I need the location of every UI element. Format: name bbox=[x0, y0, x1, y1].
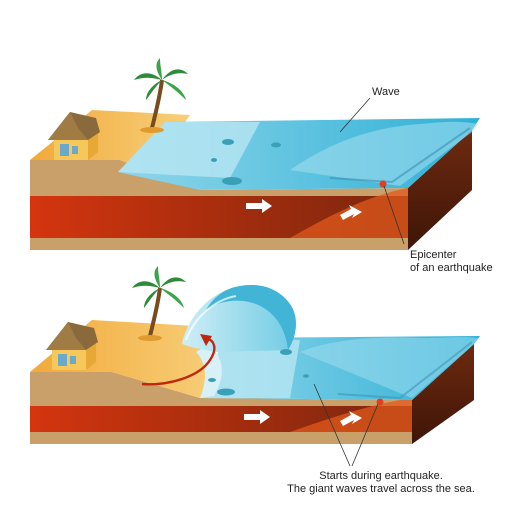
bottom-soil-layer bbox=[30, 432, 412, 444]
before-tsunami-panel bbox=[30, 58, 480, 250]
plate-motion-arrow-icon bbox=[244, 410, 270, 424]
giant-wave bbox=[182, 284, 296, 352]
palm-tree-icon bbox=[134, 58, 188, 133]
during-tsunami-panel bbox=[30, 266, 480, 467]
curved-wave-arrow-icon bbox=[141, 334, 216, 386]
house-icon bbox=[46, 322, 98, 370]
seafloor-rock bbox=[217, 388, 235, 396]
starts-caption-line1: Starts during earthquake. bbox=[319, 470, 443, 482]
wave-crest bbox=[300, 337, 478, 398]
palm-tree-icon bbox=[132, 266, 186, 341]
wave-ridge bbox=[337, 341, 473, 400]
starts-caption-line2: The giant waves travel across the sea. bbox=[287, 483, 475, 495]
seafloor-rock bbox=[222, 139, 234, 145]
epicenter-label: Epicenter of an earthquake bbox=[410, 249, 493, 275]
caption-leader-line bbox=[351, 403, 379, 467]
seafloor-rock bbox=[271, 142, 281, 148]
block-side-face bbox=[412, 344, 474, 444]
seafloor-rock bbox=[222, 177, 242, 185]
epicenter-label-line1: Epicenter bbox=[410, 249, 457, 261]
seafloor-rock bbox=[280, 349, 292, 355]
epicenter-label-line2: of an earthquake bbox=[410, 262, 493, 274]
soil-layer bbox=[30, 372, 412, 406]
plate-motion-arrow-icon bbox=[340, 411, 362, 426]
caption-leader-line bbox=[313, 383, 351, 467]
seafloor-rock bbox=[208, 378, 216, 382]
wave-label: Wave bbox=[372, 86, 400, 98]
receding-shoreline bbox=[196, 346, 222, 398]
seafloor-rock bbox=[211, 158, 217, 162]
plate-motion-arrow-icon bbox=[340, 205, 362, 220]
house-icon bbox=[48, 112, 100, 160]
epicenter-marker bbox=[376, 398, 384, 406]
wave-ridge bbox=[329, 127, 471, 184]
epicenter-leader-line bbox=[383, 185, 405, 245]
block-side-face bbox=[408, 130, 472, 250]
plate-motion-arrow-icon bbox=[246, 199, 272, 213]
starts-caption: Starts during earthquake. The giant wave… bbox=[276, 470, 486, 496]
wave-crest bbox=[290, 121, 478, 186]
bottom-soil-layer bbox=[30, 238, 408, 250]
epicenter-marker bbox=[379, 180, 387, 188]
wave-leader-line bbox=[339, 97, 371, 133]
seafloor-rock bbox=[303, 374, 309, 378]
shallow-water bbox=[118, 122, 260, 178]
shallow-water bbox=[200, 338, 300, 398]
